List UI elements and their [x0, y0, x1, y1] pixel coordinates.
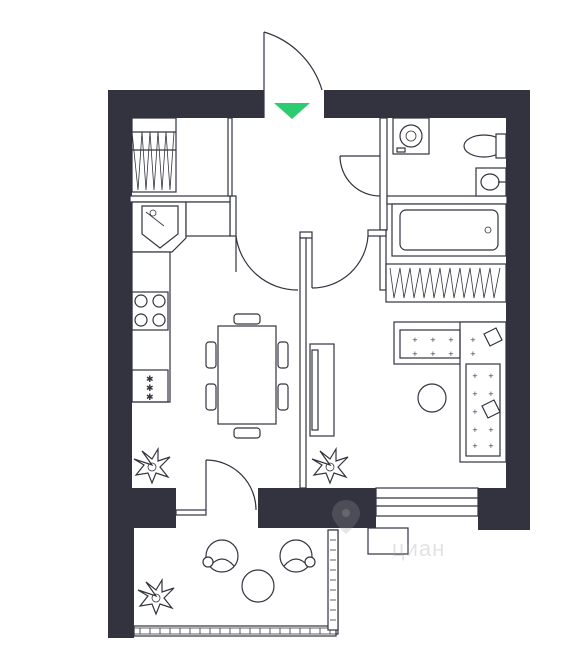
balcony — [133, 459, 339, 637]
svg-text:+: + — [488, 426, 494, 434]
coffee-table — [417, 383, 447, 413]
wardrobe-living — [385, 263, 507, 303]
svg-text:+: + — [472, 408, 478, 416]
kitchen-corner-sink — [131, 201, 187, 253]
entry-arrow-icon — [274, 103, 310, 119]
plant-icon — [133, 446, 171, 485]
svg-text:✱: ✱ — [146, 375, 154, 385]
balcony-door — [205, 459, 257, 511]
washing-machine-icon — [392, 117, 430, 155]
svg-text:✱: ✱ — [146, 384, 154, 394]
svg-text:+: + — [430, 350, 436, 358]
kitchen-door — [235, 235, 299, 291]
bathtub-icon — [391, 203, 507, 257]
entrance-door — [263, 31, 323, 118]
svg-text:✱: ✱ — [146, 393, 154, 403]
bathroom-door — [339, 155, 381, 197]
watermark: циан — [392, 536, 446, 561]
bathroom — [339, 117, 507, 257]
wardrobe — [131, 117, 177, 193]
svg-text:+: + — [472, 372, 478, 380]
svg-text:+: + — [448, 350, 454, 358]
svg-text:+: + — [472, 390, 478, 398]
plant-icon — [311, 446, 349, 485]
dining-table — [205, 313, 289, 439]
svg-text:+: + — [430, 336, 436, 344]
window — [367, 487, 479, 555]
toilet-icon — [463, 133, 507, 159]
svg-text:+: + — [470, 350, 476, 358]
svg-text:+: + — [470, 336, 476, 344]
svg-text:+: + — [488, 442, 494, 450]
svg-text:+: + — [412, 336, 418, 344]
kitchen: ✱ ✱ ✱ — [131, 201, 299, 485]
counter — [185, 201, 231, 237]
armchair-icon — [202, 539, 239, 573]
cooktop-icon: ✱ ✱ ✱ — [131, 369, 169, 403]
svg-text:+: + — [472, 442, 478, 450]
svg-text:+: + — [448, 336, 454, 344]
watermark-pin-icon — [332, 500, 360, 534]
balcony-table — [241, 569, 275, 603]
svg-text:+: + — [412, 350, 418, 358]
svg-text:+: + — [488, 372, 494, 380]
outer-walls — [108, 90, 530, 638]
plant-icon — [137, 577, 175, 616]
sofa-icon: ++++ ++++ ++ ++ ++ ++ ++ — [393, 321, 507, 463]
svg-text:+: + — [472, 426, 478, 434]
living-door — [311, 235, 369, 289]
sink-icon — [475, 167, 507, 197]
armchair-icon — [279, 539, 316, 573]
living-room: ++++ ++++ ++ ++ ++ ++ ++ — [309, 235, 507, 555]
tv-unit — [309, 343, 335, 437]
svg-text:+: + — [488, 390, 494, 398]
stove-icon — [131, 291, 169, 331]
counter-run — [131, 251, 171, 403]
balcony-railing — [133, 529, 339, 637]
